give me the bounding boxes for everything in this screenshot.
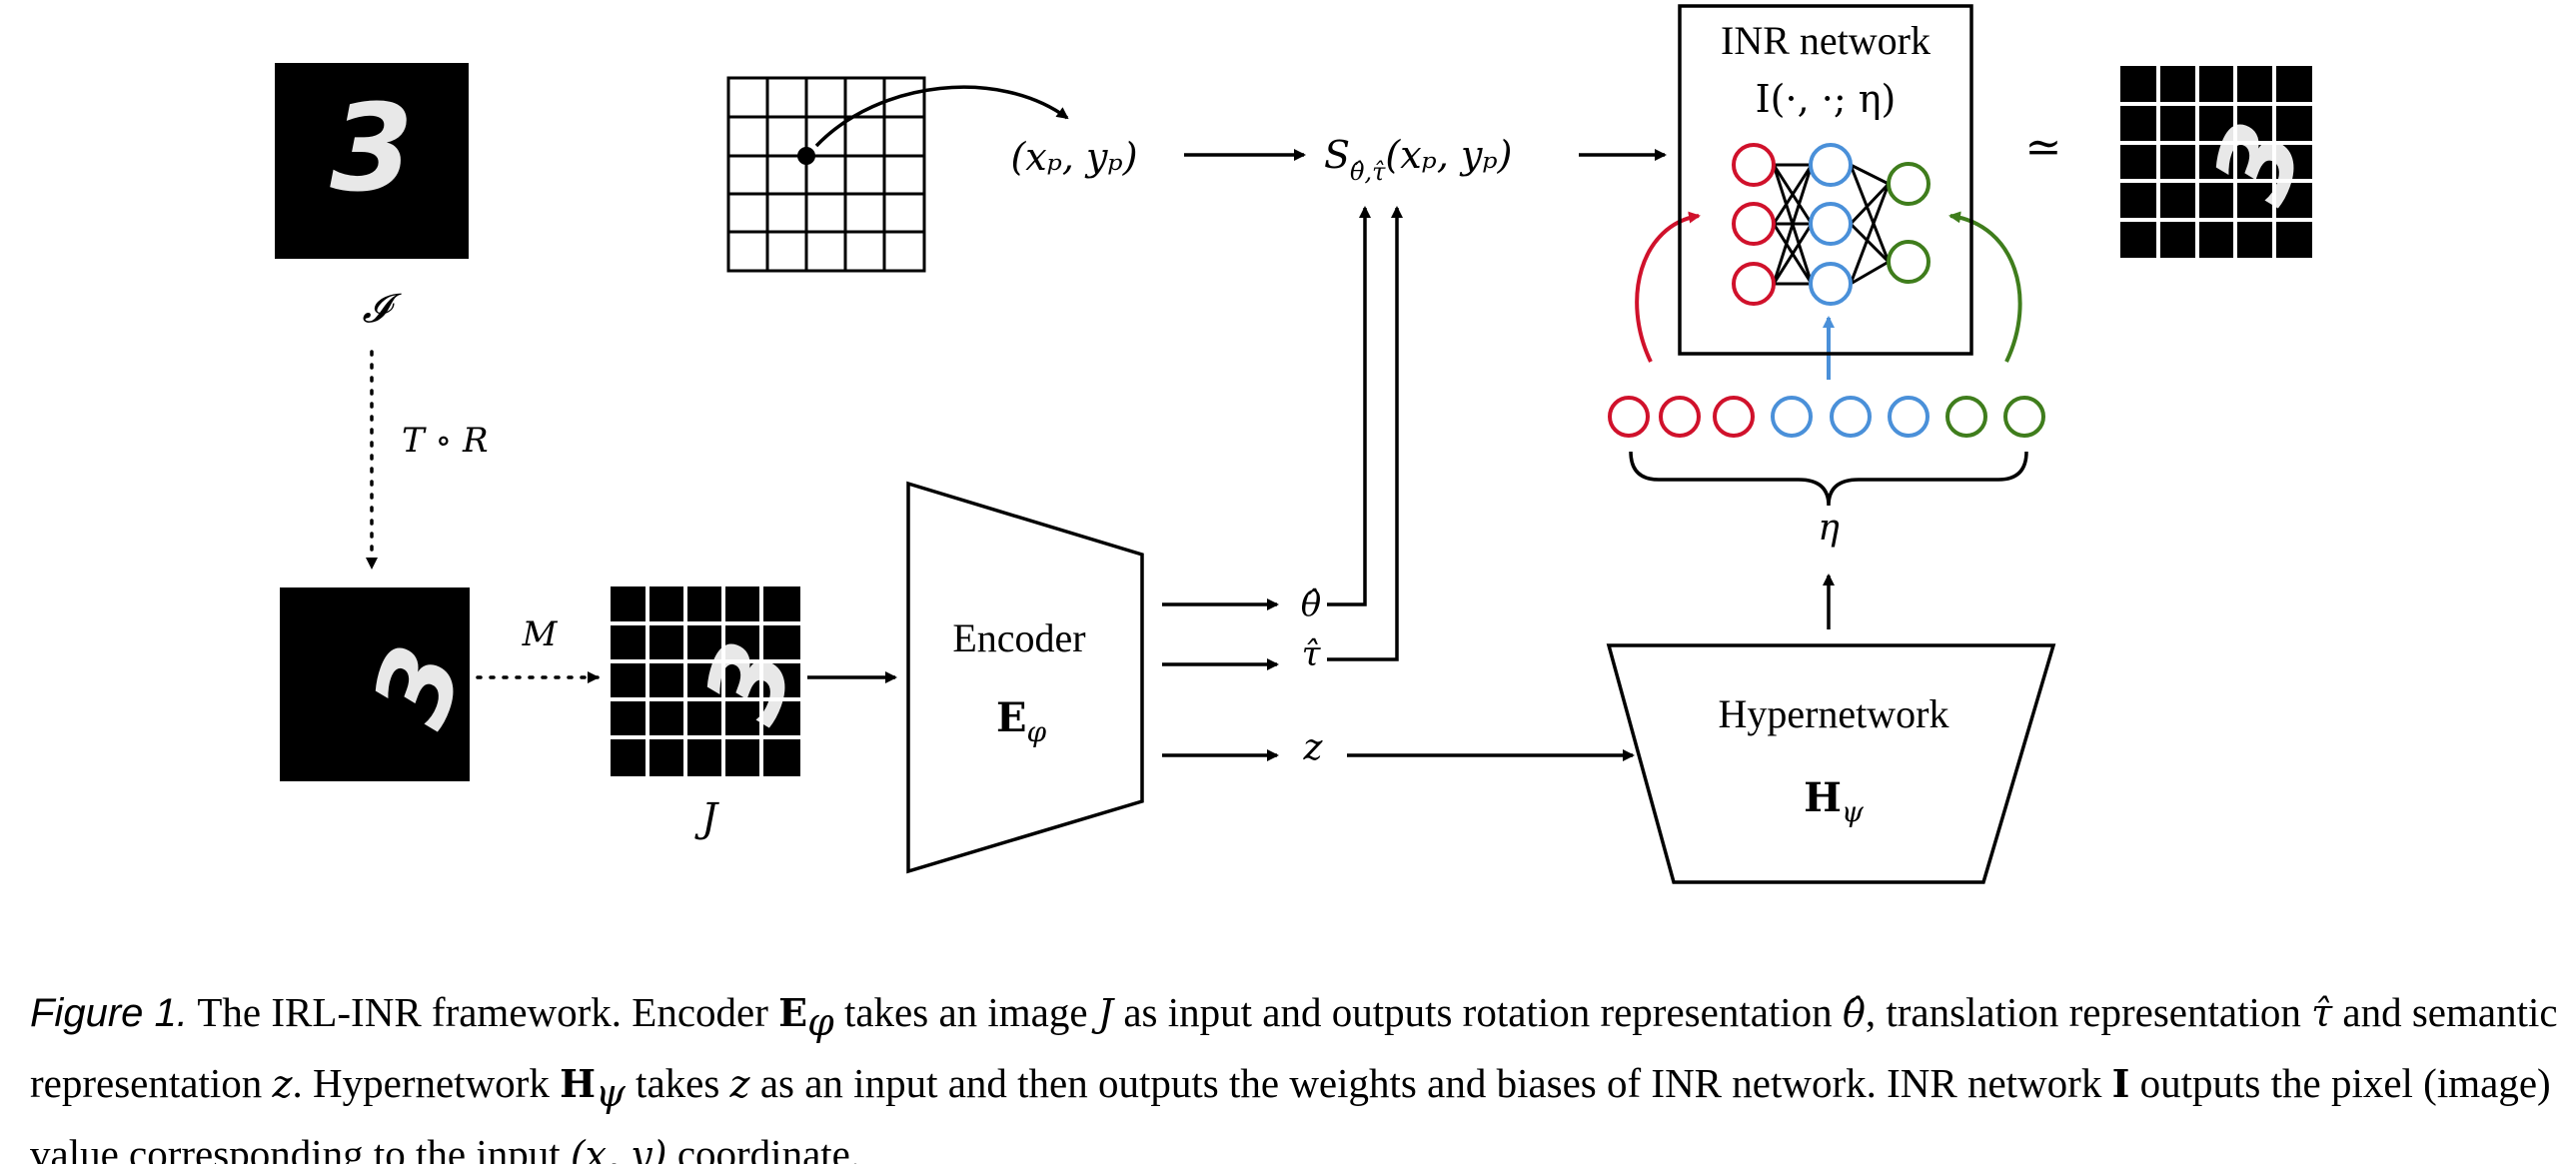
inr-neural-net [1732, 143, 1931, 306]
hypernetwork-title: Hypernetwork [1718, 691, 1948, 736]
encoder-symbol: Eφ [996, 694, 1047, 748]
sampler-expression: Sθ̂,τ̂(xₚ, yₚ) [1324, 133, 1513, 186]
inr-network-box [1678, 4, 1973, 356]
transform-label: T ∘ R [402, 421, 489, 461]
tau-to-sampler-arrow [1327, 206, 1403, 661]
theta-to-sampler-arrow [1327, 206, 1371, 606]
input-image: 3 [275, 63, 469, 259]
encoder-block [906, 481, 1144, 874]
masked-image: 3 [611, 586, 819, 776]
transformed-image: 3 [280, 587, 488, 781]
z-label: z [1303, 727, 1324, 768]
input-image-label: 𝓘 [362, 286, 402, 332]
inr-title: INR network [1721, 18, 1931, 63]
coordinate-grid [726, 76, 926, 273]
coord-label: (xₚ, yₚ) [1010, 135, 1137, 179]
green-weights-arrow [1948, 211, 2022, 363]
masked-image-label: J [694, 795, 719, 841]
hypernetwork-block [1606, 643, 2056, 884]
hypernetwork-symbol: Hψ [1804, 774, 1865, 828]
theta-hat-label: θ̂ [1301, 584, 1321, 624]
caption-label: Figure 1. [30, 991, 188, 1035]
encoder-title: Encoder [952, 615, 1085, 660]
svg-text:3: 3 [330, 80, 414, 219]
mask-label: M [522, 614, 559, 654]
figure-caption: Figure 1. The IRL-INR framework. Encoder… [30, 989, 2558, 1164]
weight-vector [1608, 396, 2045, 438]
red-weights-arrow [1635, 211, 1701, 363]
grid-point [797, 147, 815, 165]
irl-inr-diagram: 3 𝓘 T ∘ R 3 M 3 J Encoder Eφ [275, 4, 2328, 884]
eta-label: η [1818, 508, 1840, 549]
reconstructed-image: 3 [2120, 66, 2328, 258]
tau-hat-label: τ̂ [1302, 634, 1322, 674]
approx-symbol: ≃ [2025, 122, 2062, 173]
inr-formula: I(·, ·; η) [1756, 77, 1897, 121]
weights-brace [1629, 451, 2028, 507]
grid-point-arrow [814, 85, 1069, 148]
